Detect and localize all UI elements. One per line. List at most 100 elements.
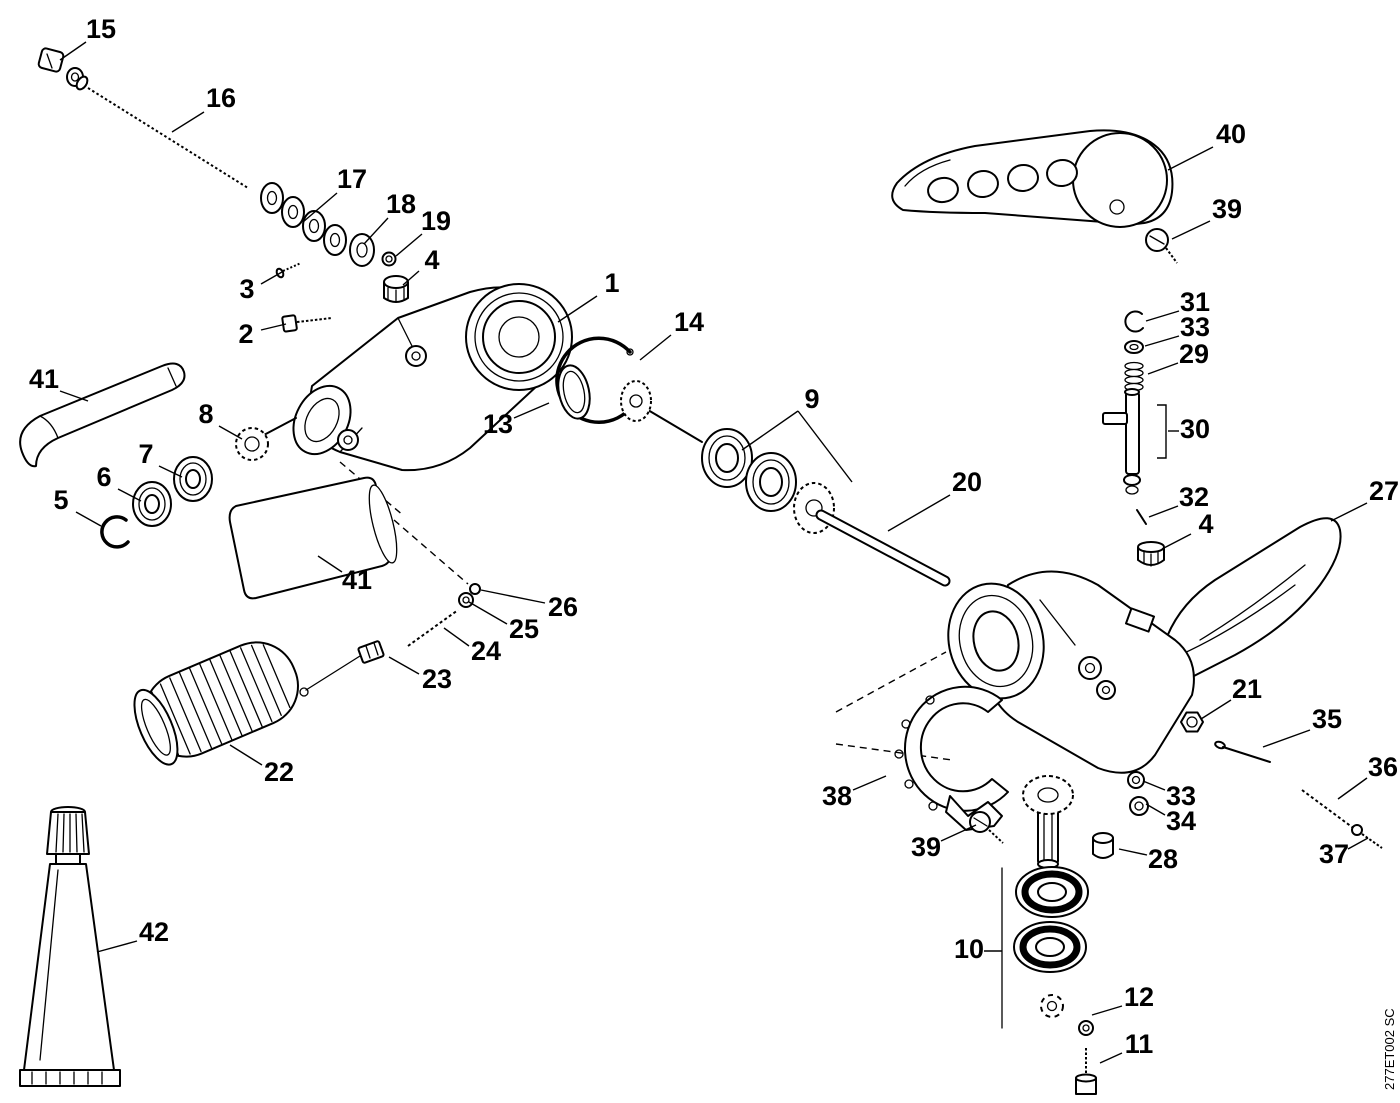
part-tube-41b [228,476,469,600]
callout-leader-31 [1145,310,1180,322]
callout-leader-32 [1148,505,1179,518]
part-label-19: 19 [421,206,451,236]
part-pin-35 [1214,740,1271,763]
callout-leader-27 [1330,502,1368,522]
callout-leader-34 [1145,803,1166,816]
callout-leader-4 [402,270,420,286]
callout-leader-17 [302,192,338,223]
part-label-39: 39 [1212,194,1242,224]
part-label-27: 27 [1369,476,1399,506]
callout-leader-9 [797,410,853,483]
part-housing-1 [292,283,573,517]
part-gear-8 [235,417,297,461]
callout-leader-25 [468,601,508,625]
part-label-23: 23 [422,664,452,694]
part-washers-17 [260,182,347,256]
part-label-42: 42 [139,917,169,947]
part-label-10: 10 [954,934,984,964]
callout-leader-19 [395,233,423,257]
part-bushing-28 [1092,832,1114,859]
part-ring-19 [381,251,397,267]
part-label-26: 26 [548,592,578,622]
callout-leader-20 [887,494,951,532]
part-label-17: 17 [337,164,367,194]
callout-leader-33 [1144,335,1180,347]
part-label-25: 25 [509,614,539,644]
part-label-4: 4 [1198,509,1213,539]
part-label-15: 15 [86,14,116,44]
part-ball-26 [469,583,481,595]
callout-leader-15 [59,41,87,61]
part-housing-27 [947,517,1342,774]
callout-leader-3 [260,271,283,285]
callout-leader-39 [940,824,977,842]
watermark: 277ET002 SC [1382,1008,1397,1090]
part-bearing-6 [132,481,172,527]
callout-leader-35 [1262,729,1311,748]
part-snap-ring-5 [100,515,130,549]
part-label-2: 2 [238,319,253,349]
part-label-38: 38 [822,781,852,811]
part-label-22: 22 [264,757,294,787]
callout-leader-23 [388,656,420,675]
callout-leader-14 [639,334,672,361]
callout-leader-12 [1091,1005,1123,1016]
part-label-33: 33 [1180,312,1210,342]
part-nut-21 [1180,711,1204,733]
part-label-30: 30 [1180,414,1210,444]
callout-leader-26 [480,589,546,604]
part-screw-2 [281,314,333,333]
part-label-9: 9 [804,384,819,414]
part-label-4: 4 [424,245,439,275]
part-bearings-10 [1001,866,1089,1029]
callout-layer: 1516171819432114134187654126252423224292… [29,14,1399,1064]
part-label-21: 21 [1232,674,1262,704]
part-ring-13 [557,364,591,420]
callout-leader-8 [218,425,243,440]
callout-leader-40 [1167,146,1214,171]
part-gear-shaft [1022,775,1074,869]
part-label-32: 32 [1179,482,1209,512]
part-label-41: 41 [29,364,59,394]
part-rod-16 [75,75,249,189]
part-grip-22 [133,641,299,766]
part-star-gear-12 [1040,994,1094,1036]
part-label-11: 11 [1125,1029,1154,1059]
part-bolt-15 [37,47,84,87]
part-label-6: 6 [96,462,111,492]
part-tube-42 [19,806,121,1087]
part-label-1: 1 [604,268,619,298]
part-label-40: 40 [1216,119,1246,149]
part-label-35: 35 [1312,704,1342,734]
callout-leader-24 [443,627,470,647]
part-label-16: 16 [206,83,236,113]
part-washer-18 [349,233,375,267]
callout-leader-21 [1200,699,1232,720]
part-shaft-20 [815,509,951,587]
part-spring-29 [1124,361,1144,392]
callout-leader-22 [229,744,263,766]
part-screw-39a [1145,228,1178,264]
callout-leader-13 [513,402,550,419]
part-snap-ring-31 [1124,310,1144,333]
part-label-20: 20 [952,467,982,497]
part-valve-30 [1102,388,1167,495]
part-bearing-7 [173,456,213,502]
part-spring-24 [407,609,459,647]
part-label-37: 37 [1319,839,1349,869]
part-plug-4a [383,275,409,303]
part-screw-37 [1351,824,1383,849]
callout-leader-4 [1161,533,1192,550]
part-label-5: 5 [53,485,68,515]
part-washer-33b [1127,771,1145,789]
callout-leader-28 [1118,848,1148,856]
part-label-14: 14 [674,307,704,337]
part-label-8: 8 [198,399,213,429]
part-label-24: 24 [471,636,501,666]
callout-leader-42 [96,940,138,953]
callout-leader-33 [1142,780,1166,791]
callout-leader-36 [1337,777,1368,800]
callout-leader-11 [1099,1052,1123,1064]
part-label-18: 18 [386,189,416,219]
